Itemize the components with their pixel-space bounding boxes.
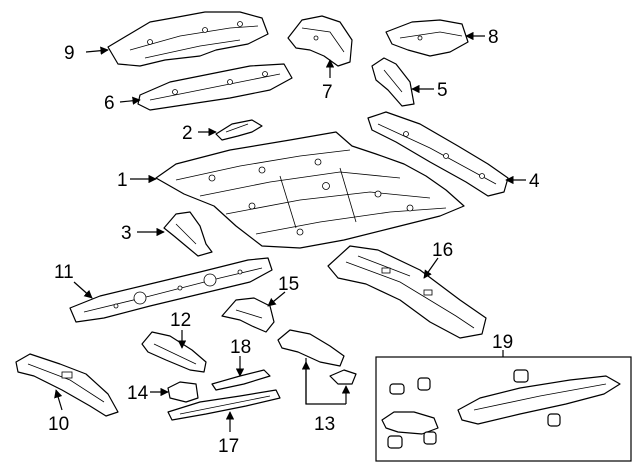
callout-8: 8 <box>488 27 499 48</box>
inset-box-19 <box>375 356 632 462</box>
leader-lines <box>54 31 526 432</box>
callout-18: 18 <box>230 337 251 358</box>
callout-labels: 9 6 2 7 8 5 1 4 3 11 15 16 12 18 14 10 1… <box>48 27 540 457</box>
part-3-bracket <box>163 211 213 257</box>
callout-17: 17 <box>218 436 239 457</box>
callout-19: 19 <box>492 332 513 353</box>
part-6-panel <box>137 63 293 111</box>
callout-11: 11 <box>54 262 74 283</box>
part-10-rail <box>15 353 119 417</box>
clip-icon <box>387 369 561 449</box>
part-8-panel <box>385 19 469 57</box>
part-11-rail <box>69 257 273 323</box>
callout-16: 16 <box>432 240 453 261</box>
part-5-bracket <box>371 57 415 107</box>
part-12-bracket <box>141 331 207 373</box>
callout-6: 6 <box>104 93 115 114</box>
part-17-bar <box>167 389 281 421</box>
callout-12: 12 <box>170 310 191 331</box>
part-15-bracket <box>221 297 275 333</box>
part-9-panel <box>107 11 269 67</box>
callout-14: 14 <box>127 383 149 404</box>
part-18-bar <box>211 369 271 391</box>
part-14-bracket <box>167 381 199 403</box>
part-2-bracket <box>215 119 263 141</box>
callout-1: 1 <box>117 170 128 191</box>
callout-4: 4 <box>529 171 540 192</box>
callout-5: 5 <box>437 80 448 101</box>
part-4-rail <box>367 111 509 197</box>
part-1-floor-pan <box>155 131 465 249</box>
callout-7: 7 <box>322 82 333 103</box>
callout-9: 9 <box>64 43 75 64</box>
callout-10: 10 <box>48 414 69 435</box>
callout-3: 3 <box>121 223 132 244</box>
part-13-bracket <box>277 329 357 385</box>
callout-13: 13 <box>314 414 335 435</box>
callout-2: 2 <box>182 123 193 144</box>
part-7-bracket <box>287 15 353 67</box>
callout-15: 15 <box>278 274 299 295</box>
part-16-rail <box>327 245 487 339</box>
